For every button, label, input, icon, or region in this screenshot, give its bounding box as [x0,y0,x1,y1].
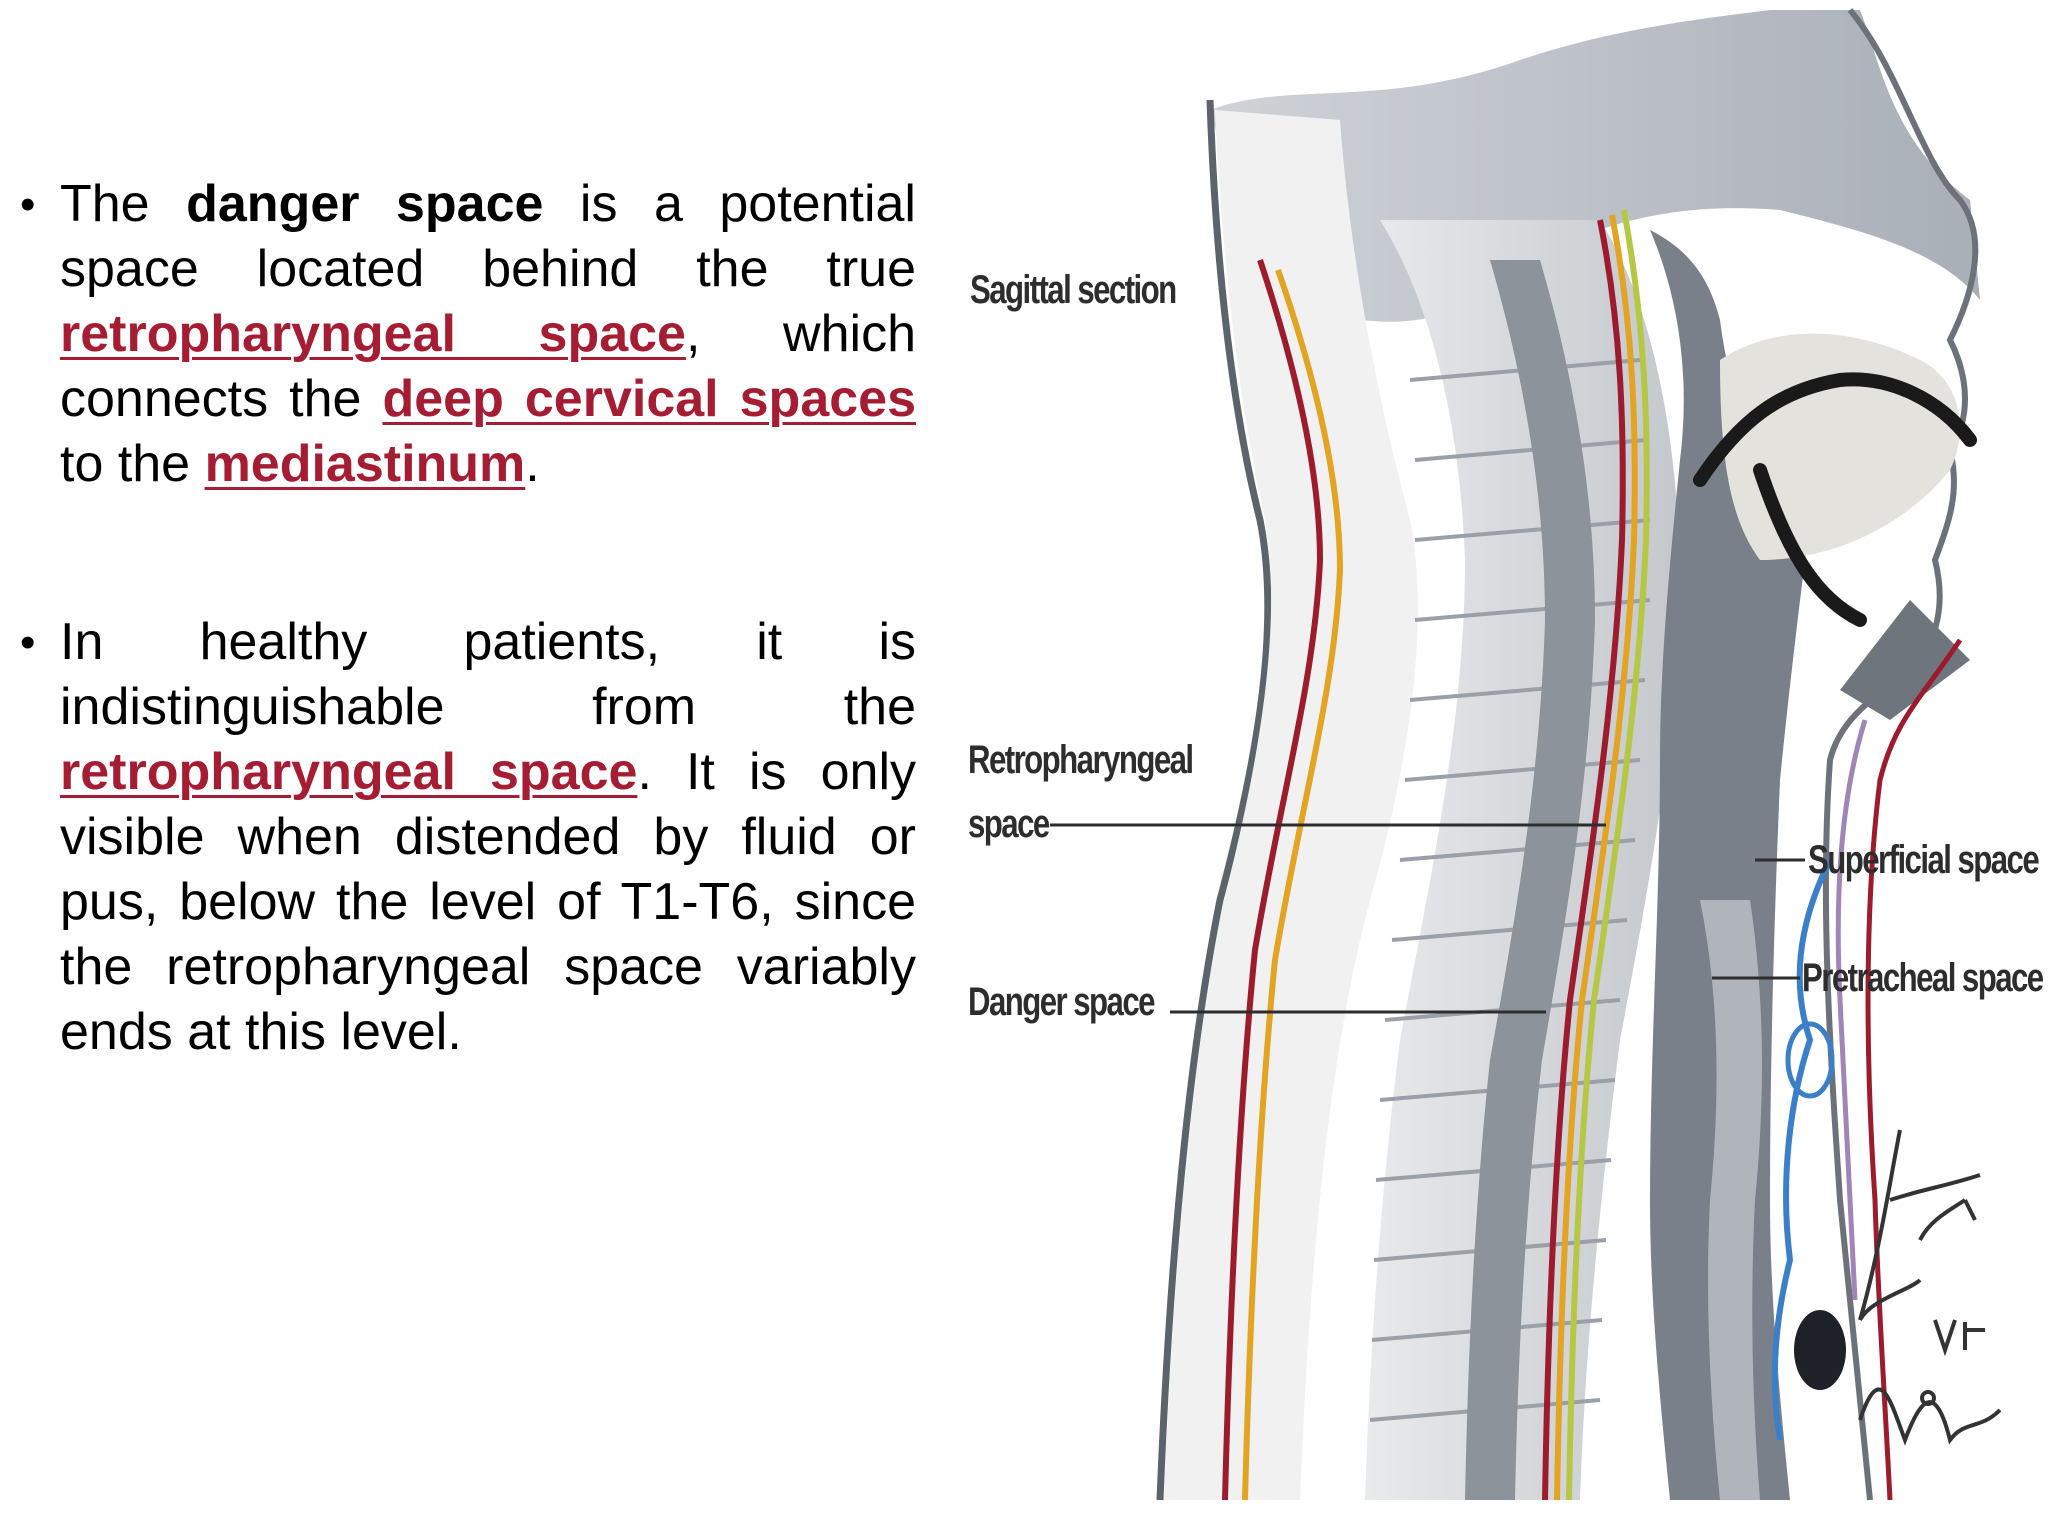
link-retropharyngeal-space[interactable]: retropharyngeal space [60,743,638,801]
bullet-danger-space: • The danger space is a potential space … [20,172,916,497]
superficial-red-line [1865,638,1963,1501]
bullet-dot: • [20,618,36,667]
bullet-dot: • [20,180,36,229]
oral-cavity-outline [1693,372,1977,487]
label-retropharyngeal-space: space [968,802,1050,846]
blue-vessel-ring [1785,1021,1835,1099]
tongue [1720,333,1960,560]
skin-outline-front [1822,8,1979,1501]
term-danger-space: danger space [186,175,544,233]
text-run: . [525,435,540,493]
text-run: In healthy patients, it is indistinguish… [60,613,916,736]
label-danger-space: Danger space [968,980,1155,1024]
posterior-yellow-line [1242,269,1344,1501]
pretracheal-purple-line [1835,719,1868,1301]
label-pretracheal-space: Pretracheal space [1802,956,2044,1000]
label-retropharyngeal: Retropharyngeal [968,738,1194,782]
link-deep-cervical-spaces[interactable]: deep cervical spaces [382,370,917,428]
bullet-text: The danger space is a potential space lo… [60,175,916,493]
label-sagittal-section: Sagittal section [970,268,1177,312]
bullet-healthy-patients: • In healthy patients, it is indistingui… [20,610,916,1065]
alar-yellow-line [1554,214,1638,1501]
text-run: to the [60,435,205,493]
trachea [1700,900,1762,1500]
dark-node [1794,1310,1846,1390]
blue-vessels [1771,858,1833,1441]
link-retropharyngeal-space[interactable]: retropharyngeal space [60,305,686,363]
sagittal-neck-illustration: Sagittal section Retropharyngeal space D… [960,0,2048,1536]
text-run: The [60,175,187,233]
hyoid-area [1840,600,1970,720]
prevertebral-red-line [1542,219,1626,1501]
bullet-text: In healthy patients, it is indistinguish… [60,613,916,1061]
anatomy-drawing [1050,8,2002,1501]
skin-outline-back [1156,99,1272,1501]
link-mediastinum[interactable]: mediastinum [204,435,526,493]
netter-signature [1858,1129,2002,1446]
cervical-spine [1365,220,1680,1500]
text-run: is a potential space located behind the … [60,175,916,298]
label-superficial-space: Superficial space [1808,838,2040,882]
buccopharyngeal-green-line [1566,209,1650,1501]
posterior-soft-tissue [1164,110,1418,1500]
text-run: , which connects the [60,305,916,428]
spinal-cord [1465,260,1595,1500]
text-run: . It is only visible when distended by f… [60,743,916,1061]
posterior-red-line [1222,259,1324,1501]
oral-cavity-outline-lower [1753,463,1867,627]
